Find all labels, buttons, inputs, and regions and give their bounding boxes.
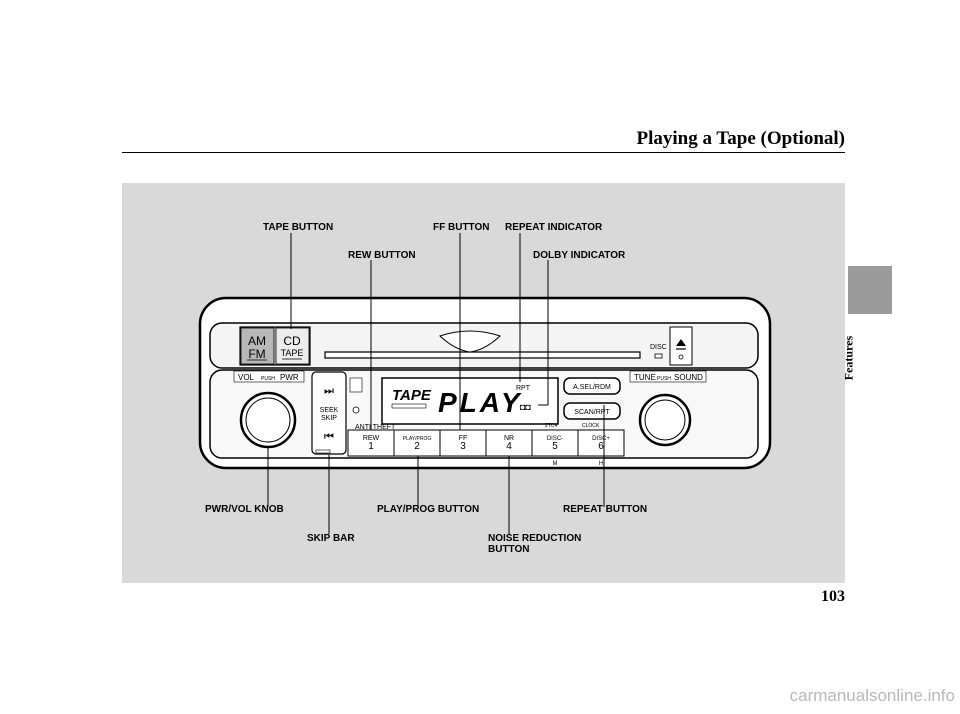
a-sel-rdm-label: A.SEL/RDM: [573, 384, 611, 391]
code-label: 2TC4: [545, 423, 557, 429]
pwr-label: PWR: [280, 373, 299, 382]
preset-6-label: DISC+: [592, 436, 610, 442]
callout-ff-button: FF BUTTON: [433, 222, 489, 233]
anti-theft-label: ANTI THEFT: [355, 424, 396, 431]
display-mode: TAPE: [392, 387, 432, 404]
callout-lines: [267, 233, 605, 534]
h-label: H: [599, 461, 603, 467]
watermark: carmanualsonline.info: [789, 686, 955, 705]
tune-push-label: PUSH: [657, 376, 671, 382]
skip-bar[interactable]: [311, 371, 347, 455]
preset-button-3[interactable]: [439, 429, 487, 457]
preset-4-label: NR: [504, 435, 514, 442]
skip-forward-icon: ⏭: [324, 385, 334, 397]
compact-disc-logo: [349, 377, 363, 393]
skip-back-icon: ⏮: [324, 431, 334, 443]
callout-skip-bar: SKIP BAR: [307, 533, 355, 544]
preset-6-number: 6: [598, 441, 604, 452]
callout-dolby-indicator: DOLBY INDICATOR: [533, 250, 626, 261]
scan-rpt-button[interactable]: [563, 402, 621, 420]
callout-noise-reduction-2: BUTTON: [488, 544, 529, 555]
eject-icon: [676, 339, 686, 346]
callout-repeat-indicator: REPEAT INDICATOR: [505, 222, 603, 233]
preset-button-6[interactable]: [577, 429, 625, 457]
lcd-display: [381, 377, 559, 425]
preset-button-4[interactable]: [485, 429, 533, 457]
tune-label: TUNE: [634, 373, 656, 382]
cassette-slot: [324, 351, 641, 359]
disc-label: DISC: [650, 344, 667, 351]
skip-label: SKIP: [321, 415, 337, 422]
preset-1-label: REW: [363, 435, 380, 442]
preset-button-5[interactable]: [531, 429, 579, 457]
tune-sound-knob[interactable]: [638, 393, 692, 447]
cd-label: CD: [283, 334, 301, 348]
seek-label: SEEK: [320, 407, 339, 414]
sound-label: SOUND: [674, 373, 703, 382]
page-number: 103: [821, 588, 845, 605]
preset-1-number: 1: [368, 441, 374, 452]
am-label: AM: [248, 334, 266, 348]
callout-tape-button: TAPE BUTTON: [263, 222, 333, 233]
vol-label: VOL: [238, 373, 255, 382]
preset-2-number: 2: [414, 441, 420, 452]
preset-5-number: 5: [552, 441, 558, 452]
display-status: PLAY: [438, 387, 523, 418]
vol-push-label: PUSH: [261, 376, 275, 382]
preset-4-number: 4: [506, 441, 512, 452]
tape-label: TAPE: [281, 348, 304, 358]
preset-row: REW 1 PLAY/PROG 2 FF 3 NR 4 DISC- 5 DISC…: [347, 429, 625, 457]
callout-pwr-vol-knob: PWR/VOL KNOB: [205, 504, 284, 515]
preset-5-label: DISC-: [547, 436, 563, 442]
callout-rew-button: REW BUTTON: [348, 250, 416, 261]
clock-label: CLOCK: [582, 423, 600, 429]
cd-tape-button[interactable]: [275, 327, 310, 365]
callout-noise-reduction-1: NOISE REDUCTION: [488, 533, 581, 544]
dolby-indicator: ◘◘: [520, 402, 531, 412]
a-sel-rdm-button[interactable]: [563, 377, 621, 395]
am-fm-button[interactable]: [240, 327, 275, 365]
preset-2-label: PLAY/PROG: [403, 436, 432, 442]
fm-label: FM: [248, 347, 265, 361]
section-tab-marker: [848, 266, 892, 314]
m-label: M: [553, 461, 558, 467]
pwr-vol-knob[interactable]: [239, 391, 297, 449]
repeat-indicator: RPT: [516, 385, 531, 392]
header-rule: [122, 152, 845, 153]
preset-3-number: 3: [460, 441, 466, 452]
scan-rpt-label: SCAN/RPT: [574, 409, 610, 416]
page-title: Playing a Tape (Optional): [636, 128, 845, 149]
callout-repeat-button: REPEAT BUTTON: [563, 504, 647, 515]
callout-play-prog-button: PLAY/PROG BUTTON: [377, 504, 479, 515]
preset-3-label: FF: [459, 435, 468, 442]
